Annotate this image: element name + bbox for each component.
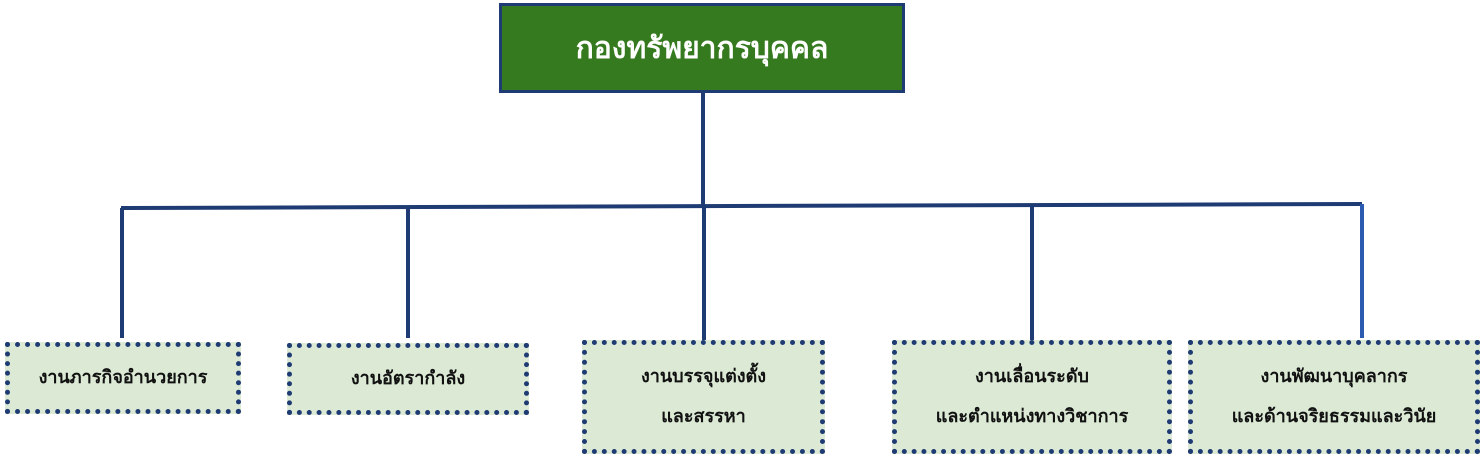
unit-label-line1: งานบรรจุแต่งตั้ง xyxy=(640,366,767,387)
unit-box-2: งานอัตรากำลัง xyxy=(287,343,529,415)
unit-label-line2: และด้านจริยธรรมและวินัย xyxy=(1231,406,1437,427)
root-unit-label: กองทรัพยากรบุคคล xyxy=(575,30,829,66)
horizontal-bus-line xyxy=(120,202,1363,210)
unit-box-3: งานบรรจุแต่งตั้ง และสรรหา xyxy=(582,340,825,454)
root-unit-box: กองทรัพยากรบุคคล xyxy=(499,3,905,93)
unit-label-line2: และตำแหน่งทางวิชาการ xyxy=(935,406,1129,427)
unit-label-line1: งานพัฒนาบุคลากร xyxy=(1260,366,1408,387)
unit-label-line1: งานภารกิจอำนวยการ xyxy=(38,367,208,388)
unit-box-1: งานภารกิจอำนวยการ xyxy=(5,342,241,414)
unit-box-4: งานเลื่อนระดับ และตำแหน่งทางวิชาการ xyxy=(892,340,1172,454)
unit-box-5: งานพัฒนาบุคลากร และด้านจริยธรรมและวินัย xyxy=(1188,340,1480,454)
unit-label-line2: และสรรหา xyxy=(661,406,746,427)
unit-label-line1: งานเลื่อนระดับ xyxy=(975,366,1089,387)
unit-label-line1: งานอัตรากำลัง xyxy=(350,368,466,389)
